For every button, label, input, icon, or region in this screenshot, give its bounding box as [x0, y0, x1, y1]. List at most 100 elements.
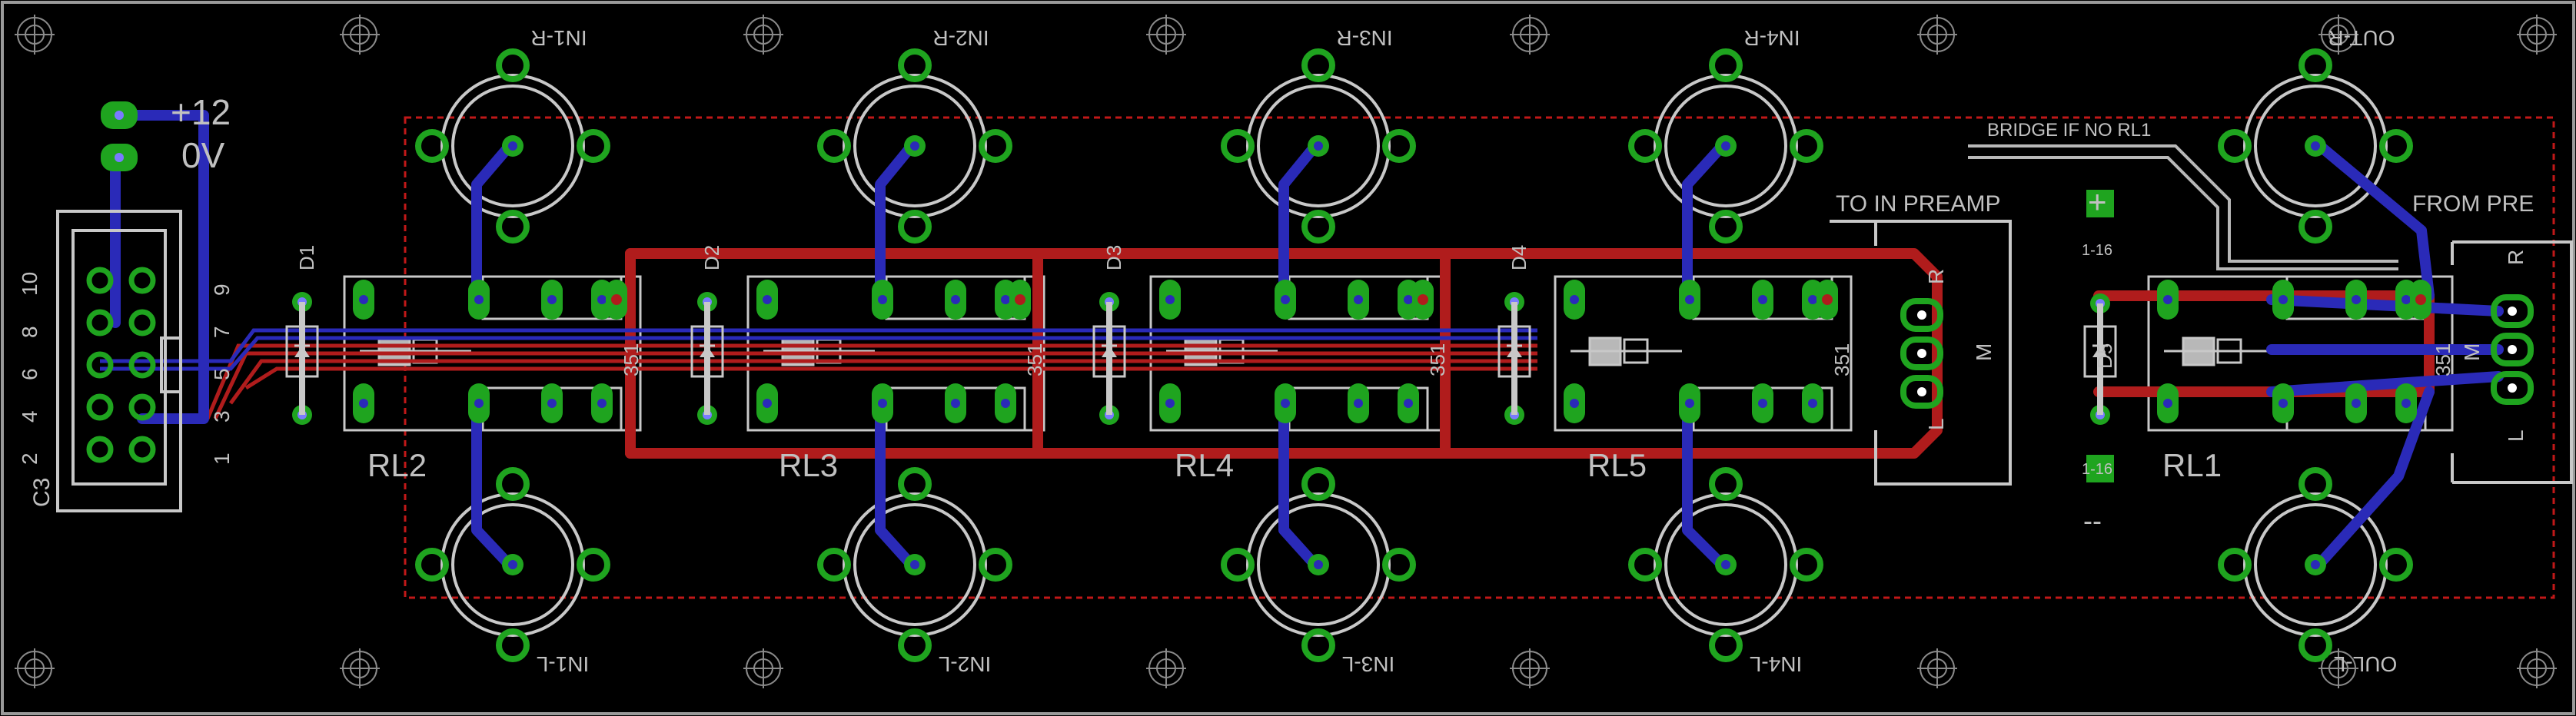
jack-pad: [2298, 210, 2332, 244]
label-diode: D2: [700, 245, 723, 270]
label-relay: RL1: [2162, 447, 2222, 483]
jack-center-pad: [904, 135, 926, 157]
jack-pad: [496, 48, 530, 82]
jack-outline: [1654, 492, 1798, 637]
label-connector-pin: 6: [18, 368, 42, 380]
label-diode: D3: [1102, 245, 1125, 270]
jack-pad: [2298, 628, 2332, 662]
jack-pad: [1221, 548, 1255, 582]
relay-pad: [756, 280, 778, 320]
jumper-pad: [2086, 190, 2114, 217]
relay-pad: [756, 383, 778, 423]
diode: D5: [2083, 303, 2117, 415]
keepout-area: [404, 116, 2555, 599]
relay-pad: [945, 383, 966, 423]
label-relay-part: 351: [1426, 343, 1449, 376]
label-pre-l: L: [1924, 418, 1948, 430]
relay-pad: [872, 280, 893, 320]
relay-pad: [1679, 280, 1700, 320]
label-to-preamp: TO IN PREAMP: [1836, 191, 2000, 217]
jack-pad: [2379, 548, 2413, 582]
jack-outline: [843, 492, 987, 637]
jack-pad: [577, 548, 610, 582]
relay-pad: [1679, 383, 1700, 423]
label-from-pre: FROM PRE: [2412, 191, 2534, 217]
jack-pad: [2379, 129, 2413, 163]
header-pad: [2491, 294, 2534, 328]
relay-pad: [2157, 383, 2179, 423]
jack-center-pad: [2305, 554, 2326, 575]
relay-pad: [541, 383, 563, 423]
label-relay-part: 351: [2431, 343, 2455, 376]
jack-pad: [1382, 129, 1416, 163]
diode: D4: [1497, 245, 1531, 415]
jack-center-pad: [502, 135, 524, 157]
mounting-hole: [1917, 648, 1957, 688]
relay-pad: [1275, 280, 1296, 320]
jack-pad: [2218, 548, 2252, 582]
label-jack: IN2-R: [932, 26, 989, 50]
label-connector-pin: 7: [210, 326, 234, 338]
label-connector-pin: 9: [210, 283, 234, 296]
jack-outline: [843, 74, 987, 218]
jack-pad: [1301, 467, 1335, 501]
label-jack: IN3-L: [1342, 652, 1394, 676]
label-relay: RL5: [1587, 447, 1647, 483]
jack-outline: [2243, 492, 2388, 637]
label-connector-pin: 2: [18, 452, 42, 465]
connector-pad: [86, 393, 114, 421]
header-pad: [1900, 375, 1943, 409]
connector-pad: [128, 436, 156, 463]
mounting-hole: [340, 15, 380, 55]
relay-pad: [1348, 280, 1369, 320]
mounting-hole: [15, 15, 55, 55]
mounting-hole: [2517, 648, 2557, 688]
label-jack: IN4-R: [1743, 26, 1800, 50]
jack-pad: [979, 548, 1012, 582]
relay-pad: [591, 383, 613, 423]
label-diode: D1: [295, 245, 318, 270]
label-jack: IN1-R: [530, 26, 587, 50]
mounting-hole: [15, 648, 55, 688]
relay-pad: [1564, 280, 1585, 320]
header-pad: [2491, 333, 2534, 366]
jack-center-pad: [1308, 135, 1329, 157]
relay-pad: [1348, 383, 1369, 423]
jack-pad: [496, 467, 530, 501]
jack-pad: [1709, 467, 1743, 501]
jack-outlines: [440, 74, 2388, 637]
diode: D2: [690, 245, 724, 415]
mounting-hole: [1146, 15, 1186, 55]
label-relay: RL2: [367, 447, 427, 483]
relay-pad: [1752, 280, 1773, 320]
label-connector-pin: 3: [210, 410, 234, 423]
jack-pad: [817, 129, 851, 163]
relay-pad: [2272, 280, 2294, 320]
label-jack: IN4-L: [1750, 652, 1802, 676]
relay-pad-red: [1816, 280, 1838, 320]
mounting-hole: [1917, 15, 1957, 55]
mounting-hole: [743, 648, 783, 688]
jack-outline: [1654, 74, 1798, 218]
relay-pad: [468, 280, 490, 320]
pads: [86, 48, 2534, 662]
connector-pad: [86, 267, 114, 294]
jack-pad: [898, 210, 932, 244]
label-zero-v: 0V: [181, 135, 225, 175]
jack-pad: [898, 628, 932, 662]
jack-pad: [1709, 628, 1743, 662]
relay-pad: [468, 383, 490, 423]
jack-outline: [1246, 74, 1391, 218]
bottom-copper-traces: [110, 110, 2504, 574]
relay-pad: [2345, 280, 2367, 320]
label-bridge-note: BRIDGE IF NO RL1: [1987, 120, 2151, 141]
mounting-holes: [15, 15, 2557, 688]
jack-center-pad: [1308, 554, 1329, 575]
jack-pad: [1628, 548, 1662, 582]
label-diode: D4: [1507, 245, 1531, 270]
relay-pad: [353, 383, 374, 423]
label-connector-pin: 4: [18, 410, 42, 423]
jack-outline: [1246, 492, 1391, 637]
